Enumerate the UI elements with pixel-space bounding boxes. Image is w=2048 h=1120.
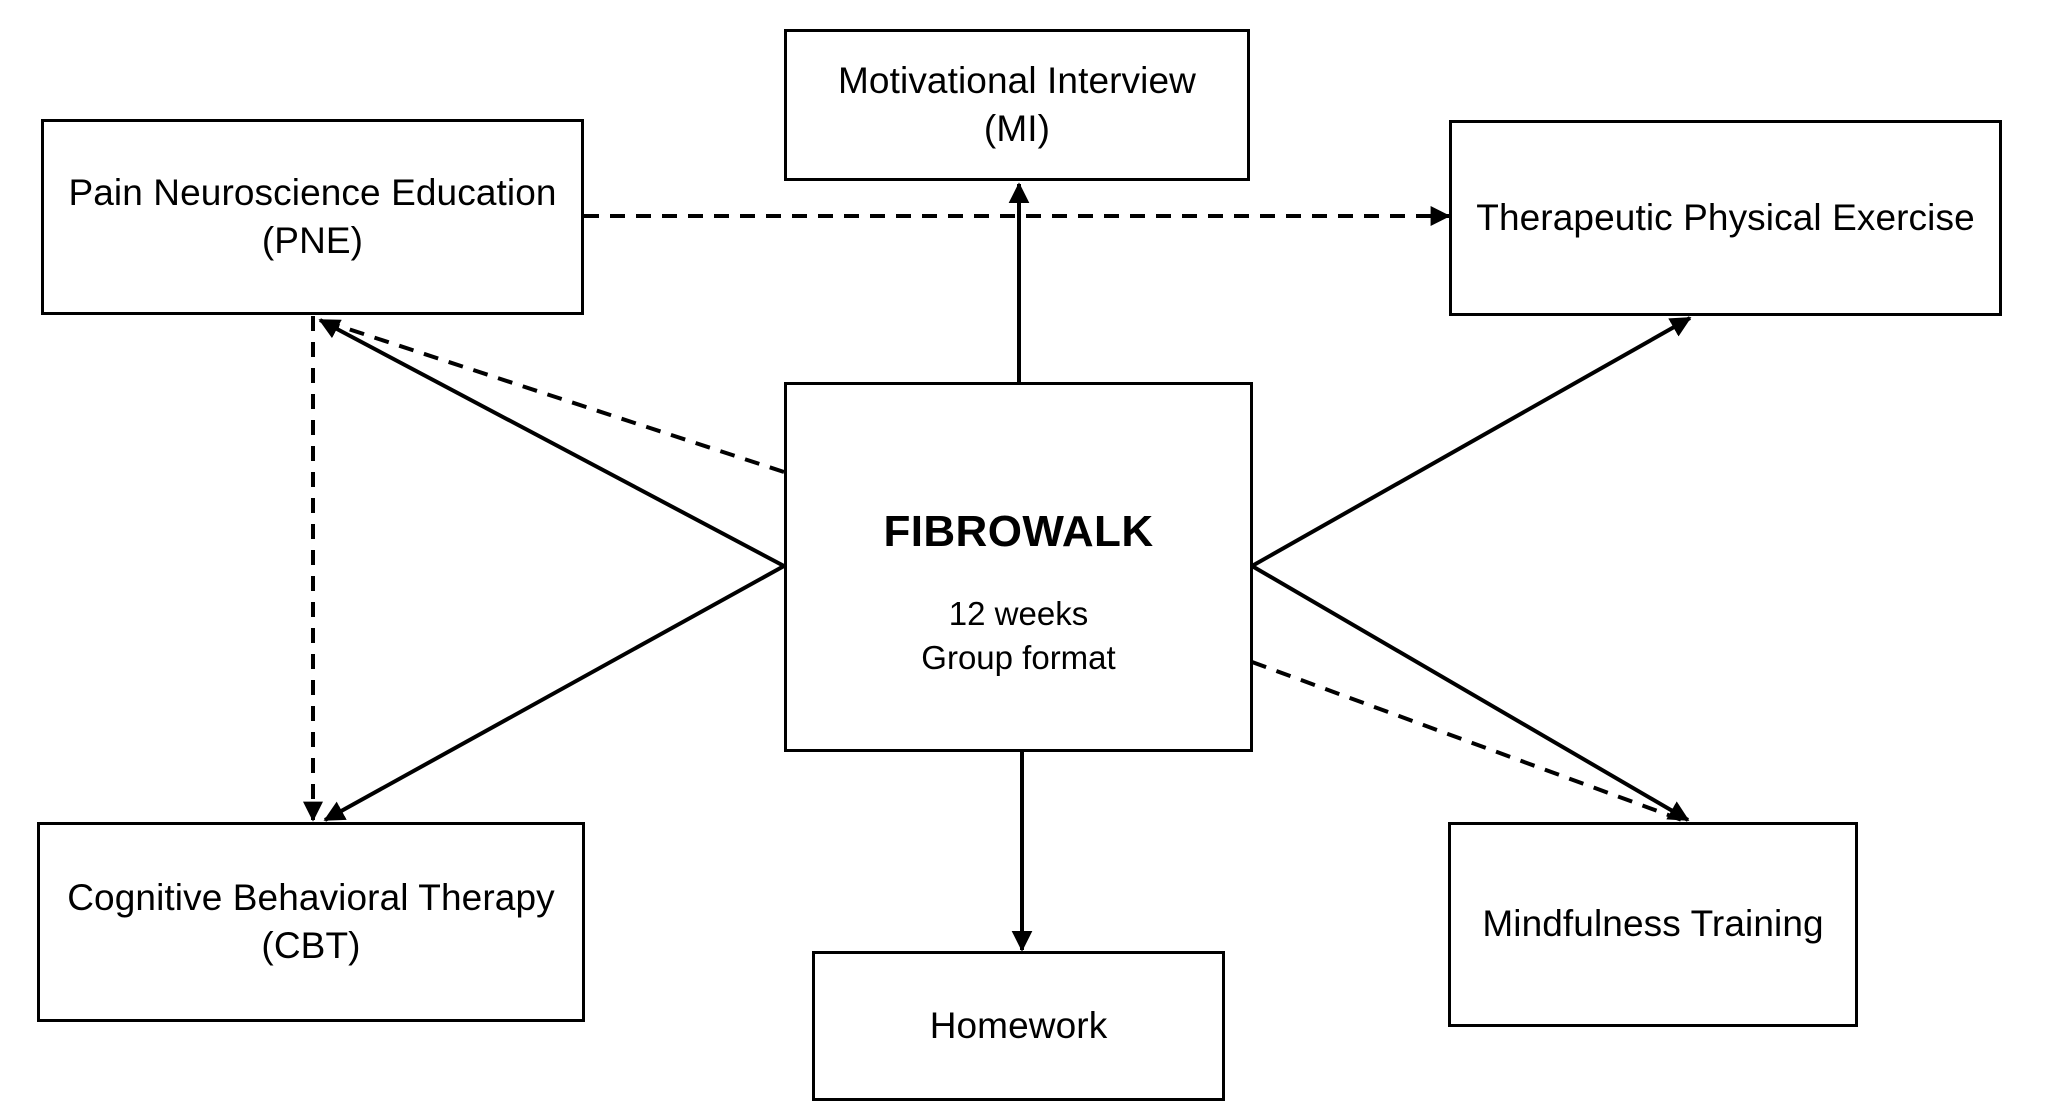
node-label-line2: (CBT) bbox=[261, 925, 361, 966]
node-label-line1: Cognitive Behavioral Therapy bbox=[67, 876, 555, 918]
node-homework[interactable]: Homework bbox=[812, 951, 1225, 1101]
node-label-line1: Homework bbox=[929, 1004, 1108, 1046]
node-label-line1: Pain Neuroscience Education bbox=[68, 171, 557, 213]
edge-fibrowalk-to-tpe bbox=[1251, 316, 1692, 568]
fibrowalk-duration: 12 weeks bbox=[948, 595, 1089, 633]
edge-fibrowalk-to-mindfulness-dashed bbox=[1251, 660, 1683, 822]
edge-fibrowalk-to-pne-dashed bbox=[326, 320, 785, 474]
node-label-line1: Therapeutic Physical Exercise bbox=[1476, 196, 1975, 238]
node-pain-neuroscience-education[interactable]: Pain Neuroscience Education (PNE) bbox=[41, 119, 584, 315]
edge-fibrowalk-to-cbt bbox=[323, 564, 785, 822]
fibrowalk-format: Group format bbox=[921, 639, 1116, 677]
node-mindfulness-training[interactable]: Mindfulness Training bbox=[1448, 822, 1858, 1027]
edge-fibrowalk-to-pne-solid bbox=[318, 318, 785, 568]
edge-fibrowalk-to-mindfulness-solid bbox=[1250, 564, 1690, 822]
fibrowalk-title: FIBROWALK bbox=[883, 506, 1154, 556]
node-cognitive-behavioral-therapy[interactable]: Cognitive Behavioral Therapy (CBT) bbox=[37, 822, 585, 1022]
node-label-line2: (PNE) bbox=[261, 220, 364, 261]
node-motivational-interview[interactable]: Motivational Interview (MI) bbox=[784, 29, 1250, 181]
node-label-line2: (MI) bbox=[983, 108, 1051, 149]
node-label-line1: Motivational Interview bbox=[838, 59, 1196, 101]
node-label-line1: Mindfulness Training bbox=[1482, 903, 1824, 945]
node-fibrowalk[interactable]: FIBROWALK 12 weeks Group format bbox=[784, 382, 1253, 752]
node-therapeutic-physical-exercise[interactable]: Therapeutic Physical Exercise bbox=[1449, 120, 2002, 316]
